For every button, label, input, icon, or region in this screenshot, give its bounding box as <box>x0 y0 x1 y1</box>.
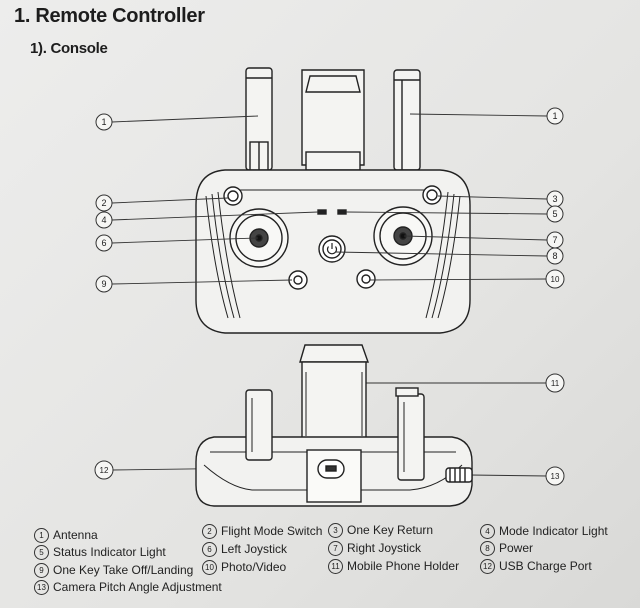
callout-13: 13 <box>551 472 560 481</box>
right-antenna <box>393 69 421 171</box>
callout-5: 5 <box>552 209 557 219</box>
callout-3: 3 <box>552 194 557 204</box>
callout-9: 9 <box>101 279 106 289</box>
left-joystick[interactable] <box>229 208 289 268</box>
callout-12: 12 <box>100 466 109 475</box>
callout-7: 7 <box>552 235 557 245</box>
callout-11: 11 <box>551 379 560 388</box>
power-icon <box>326 243 338 255</box>
left-antenna <box>245 67 273 171</box>
callout-10: 10 <box>551 275 560 284</box>
subsection-title: 1). Console <box>30 40 108 57</box>
callout-1a: 1 <box>101 117 106 127</box>
callout-1b: 1 <box>552 111 557 121</box>
callout-6: 6 <box>101 238 106 248</box>
flight-mode-switch[interactable] <box>223 186 243 206</box>
controller-bottom-diagram <box>195 344 473 507</box>
photo-video-button[interactable] <box>356 269 376 289</box>
section-title: 1. Remote Controller <box>14 5 205 27</box>
one-key-return-button[interactable] <box>422 185 442 205</box>
camera-pitch-wheel[interactable] <box>445 467 473 483</box>
callout-2: 2 <box>101 198 106 208</box>
callout-8: 8 <box>552 251 557 261</box>
right-joystick[interactable] <box>373 206 433 266</box>
callout-4: 4 <box>101 215 106 225</box>
